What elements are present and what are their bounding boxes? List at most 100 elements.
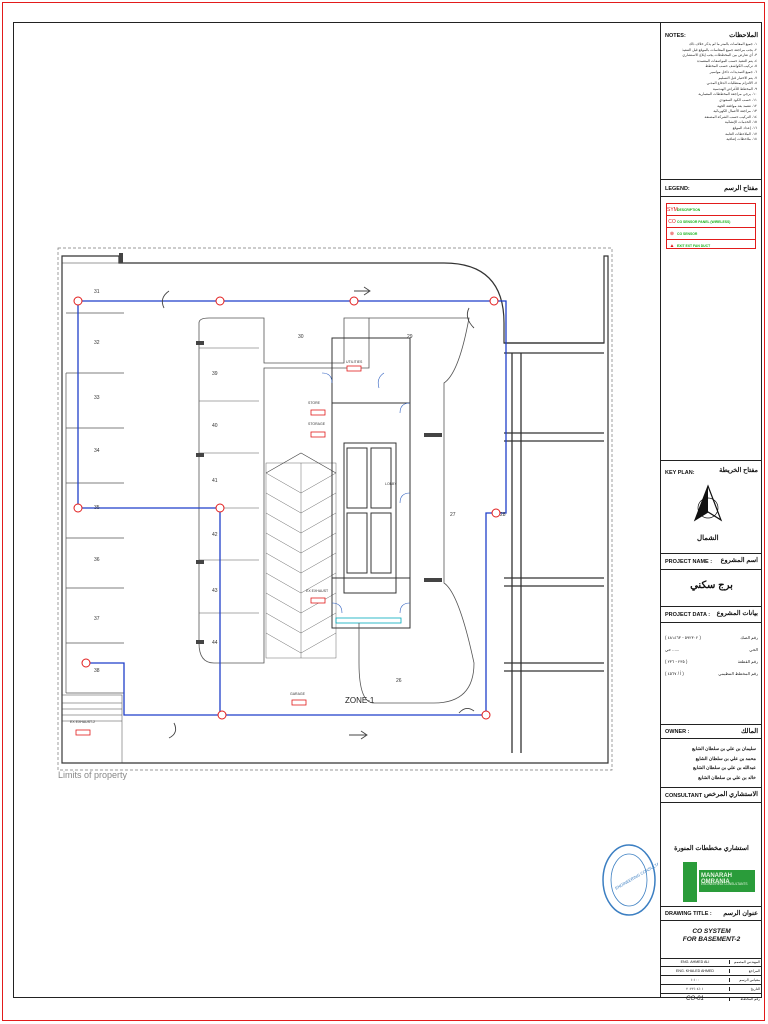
floor-plan [57,247,613,771]
consultant-seal-icon: ENGINEERING CONSULTANT [602,844,658,916]
owner-title: OWNER : [665,729,690,735]
co-sensor-icon [349,296,359,306]
project-name-value: برج سكني [690,580,733,591]
central-core [331,337,411,629]
notes-list: ١- جميع المقاسات بالمتر ما لم يذكر خلاف … [667,42,757,143]
co-sensor-icon [217,710,227,720]
legend-row: ⊗ CO SENSOR [667,228,755,240]
north-arrow-icon [693,484,723,522]
consultant-value: استشاري مخططات المنورة [674,845,749,852]
property-limit-line [57,247,613,771]
project-name-title: PROJECT NAME : [665,559,713,565]
legend-symbol: CO [668,218,676,225]
consultant-logo: MANARAH OMRANIA ENGINEERING CONSULTANTS [683,860,757,910]
note-line: ١٠- يرجى مراجعة المخططات المعمارية [698,92,757,97]
room-label: EX EXHAUST-2 [70,720,96,724]
note-line: ١- جميع المقاسات بالمتر ما لم يذكر خلاف … [688,42,757,46]
legend-row: SYM DESCRIPTION [667,204,755,216]
drawing-number: CO-01 [686,996,704,1002]
legend-table: SYM DESCRIPTION CO CO SENSOR PANEL (WIRE… [666,203,756,249]
room-label: STORAGE [308,422,326,426]
legend-text: EXIT EXT FAN DUCT [677,243,711,248]
key-plan-title-ar: مفتاح الخريطة [719,467,758,474]
co-sensor-icon [491,508,501,518]
note-line: ١٧- الملاحظات العامة [725,131,757,136]
note-line: ١٣- مراجعة الأعمال الكهربائية [713,109,757,114]
project-data-row: حي ......الحي [665,647,758,652]
note-line: ١١- حسب الكود السعودي [719,97,757,102]
fan-icon: ▲ [669,242,675,249]
co-sensor-icon [215,296,225,306]
logo-sub: ENGINEERING CONSULTANTS [701,882,748,886]
room-label: UTILITIES [346,360,363,364]
drawing-title-value: CO SYSTEM FOR BASEMENT-2 [661,928,762,944]
parking-number: 34 [94,448,100,454]
drawing-title-line: CO SYSTEM [692,928,731,935]
project-data-row: ( ٢٣٥ - ٢٣٦ )رقم القطعة [665,659,758,664]
drawing-title-title: DRAWING TITLE : [665,911,712,917]
parking-number: 38 [94,668,100,674]
note-line: ٣- أي تعارض بين المخططات يجب إبلاغ الاست… [682,53,757,58]
project-data-title: PROJECT DATA : [665,612,711,618]
parking-number: 41 [212,478,218,484]
note-line: ٩- المخطط للأغراض الهندسية [712,86,757,91]
owner-line: خالد بن علي بن سلطان الشايع [698,774,756,780]
outer-wall [61,255,609,764]
parking-number: 40 [212,423,218,429]
parking-number: 29 [407,334,413,340]
owner-line: محمد بن علي بن سلطان الشايع [695,755,756,761]
project-data-table: ( ٥٩٢٣٠٢ - ٤٨١٤٦٣ )رقم الصك حي ......الح… [665,632,758,680]
room-label: STORE [308,401,320,405]
legend-symbol: SYM [667,206,678,213]
co-sensor-icon [481,710,491,720]
consultant-title: CONSULTANT : [665,793,706,799]
legend-title: LEGEND: [665,186,690,192]
owner-title-ar: المالك [741,728,758,735]
note-line: ١٤- التركيب حسب الشركة المصنعة [704,114,757,119]
room-label: EX EXHAUST [306,589,329,593]
parking-number: 33 [94,395,100,401]
drawing-title-title-ar: عنوان الرسم [723,910,758,917]
consultant-title-ar: الاستشاري المرخص [704,791,758,798]
room-label: GARAGE [290,692,305,696]
room-tags [75,365,362,736]
legend-text: CO SENSOR PANEL (WIRELESS) [677,219,731,224]
legend-text: DESCRIPTION [677,207,701,212]
parking-number: 27 [450,512,456,518]
north-label: الشمال [697,535,719,542]
note-line: ١٢- تعتمد بعد موافقة الجهة [717,103,757,108]
parking-number: 43 [212,588,218,594]
legend-row: CO CO SENSOR PANEL (WIRELESS) [667,216,755,228]
legend-title-ar: مفتاح الرسم [724,185,758,192]
key-plan-title: KEY PLAN: [665,470,695,476]
legend-text: CO SENSOR [677,231,698,236]
notes-title: NOTES: [665,33,686,39]
co-sensor-icon [489,296,499,306]
island-left-bays [199,347,259,614]
notes-title-ar: الملاحظات [729,32,758,39]
project-data-title-ar: بيانات المشروع [716,610,758,617]
co-sensor-icon [73,296,83,306]
zone-label: ZONE-1 [345,696,375,705]
room-label: LOBBY [385,482,397,486]
note-line: ٦- جميع التمديدات داخل مواسير [709,69,757,74]
co-sensor-icon [215,503,225,513]
co-sensor-icon [81,658,91,668]
title-block-panel: NOTES: الملاحظات ١- جميع المقاسات بالمتر… [660,22,762,1002]
parking-number: 37 [94,616,100,622]
drawing-title-line: FOR BASEMENT-2 [682,936,741,943]
logo-icon [683,862,755,902]
note-line: ٥- تركيب الكواشف حسب المخطط [705,64,757,69]
note-line: ٢- يجب مراجعة جميع المقاسات بالموقع قبل … [682,47,757,52]
legend-row: ▲ EXIT EXT FAN DUCT [667,240,755,251]
note-line: ١٨- ملاحظات إضافية [726,137,757,142]
project-name-title-ar: اسم المشروع [720,557,758,564]
ramp-hatch [265,452,337,659]
owner-line: عبدالله بن علي بن سلطان الشايع [692,765,756,770]
note-line: ١٥- الخدمات الإنشائية [724,120,757,125]
